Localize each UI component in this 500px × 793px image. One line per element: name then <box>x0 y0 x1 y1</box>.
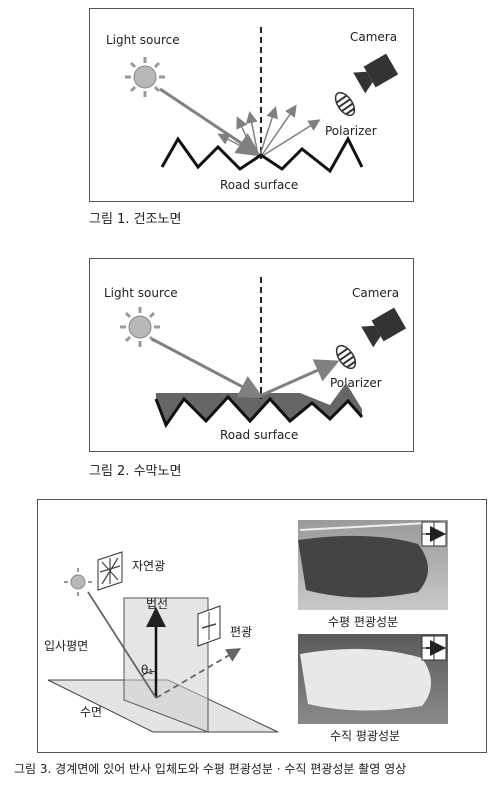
natural-light-icon <box>97 551 123 591</box>
normal-label: 법선 <box>146 597 168 611</box>
figure-2-panel: Light source Camera Polarizer Road surfa… <box>89 258 414 452</box>
polarized-light-label: 편광 <box>230 625 252 639</box>
reflected-ray <box>155 648 242 699</box>
incident-ray <box>159 87 261 157</box>
camera-icon <box>361 307 407 348</box>
figure-3-caption: 그림 3. 경계면에 있어 반사 입체도와 수평 편광성분 · 수직 편광성분 … <box>14 762 407 776</box>
theta-label: θ₁ <box>141 663 153 677</box>
sun-icon <box>120 307 160 347</box>
incidence-plane <box>123 597 209 733</box>
polarizer-icon <box>334 91 356 117</box>
incident-ray <box>87 591 157 699</box>
figure-2-caption: 그림 2. 수막노면 <box>89 464 182 479</box>
reflected-ray <box>261 359 340 397</box>
figure-3-panel: 자연광 법선 편광 입사평면 θ₁ 수면 수평 편광성분 수직 평광성분 <box>37 499 487 753</box>
camera-label: Camera <box>350 30 397 44</box>
figure-1-panel: Light source Camera Polarizer <box>89 8 414 202</box>
angle-arc <box>141 671 157 677</box>
horizontal-component-label: 수평 편광성분 <box>328 615 398 629</box>
polarized-light-icon <box>197 605 221 647</box>
scattered-rays <box>217 104 321 156</box>
natural-light-label: 자연광 <box>132 559 165 573</box>
polarizer-label: Polarizer <box>330 376 382 390</box>
road-surface-line <box>154 394 364 429</box>
incidence-plane-label: 입사평면 <box>44 639 88 653</box>
light-source-label: Light source <box>104 286 178 300</box>
road-surface-line <box>160 135 364 174</box>
figure-3-diagram: 자연광 법선 편광 입사평면 θ₁ 수면 수평 편광성분 수직 평광성분 <box>44 520 448 743</box>
figure-1-diagram: Light source Camera Polarizer <box>106 27 399 192</box>
light-source-label: Light source <box>106 33 180 47</box>
vertical-component-label: 수직 평광성분 <box>330 729 400 743</box>
camera-label: Camera <box>352 286 399 300</box>
polarizer-icon <box>335 344 357 370</box>
sun-icon <box>64 568 92 596</box>
polarizer-label: Polarizer <box>325 124 377 138</box>
road-surface-label: Road surface <box>220 428 298 442</box>
water-surface <box>156 383 362 425</box>
road-surface-label: Road surface <box>220 178 298 192</box>
water-surface-label: 수면 <box>80 705 102 719</box>
vertical-photo <box>298 634 448 724</box>
figure-2-diagram: Light source Camera Polarizer Road surfa… <box>104 277 407 442</box>
sun-icon <box>125 57 165 97</box>
figure-1-caption: 그림 1. 건조노면 <box>89 212 182 227</box>
camera-icon <box>353 53 399 94</box>
horizontal-photo <box>298 520 448 610</box>
incident-ray <box>151 337 264 398</box>
